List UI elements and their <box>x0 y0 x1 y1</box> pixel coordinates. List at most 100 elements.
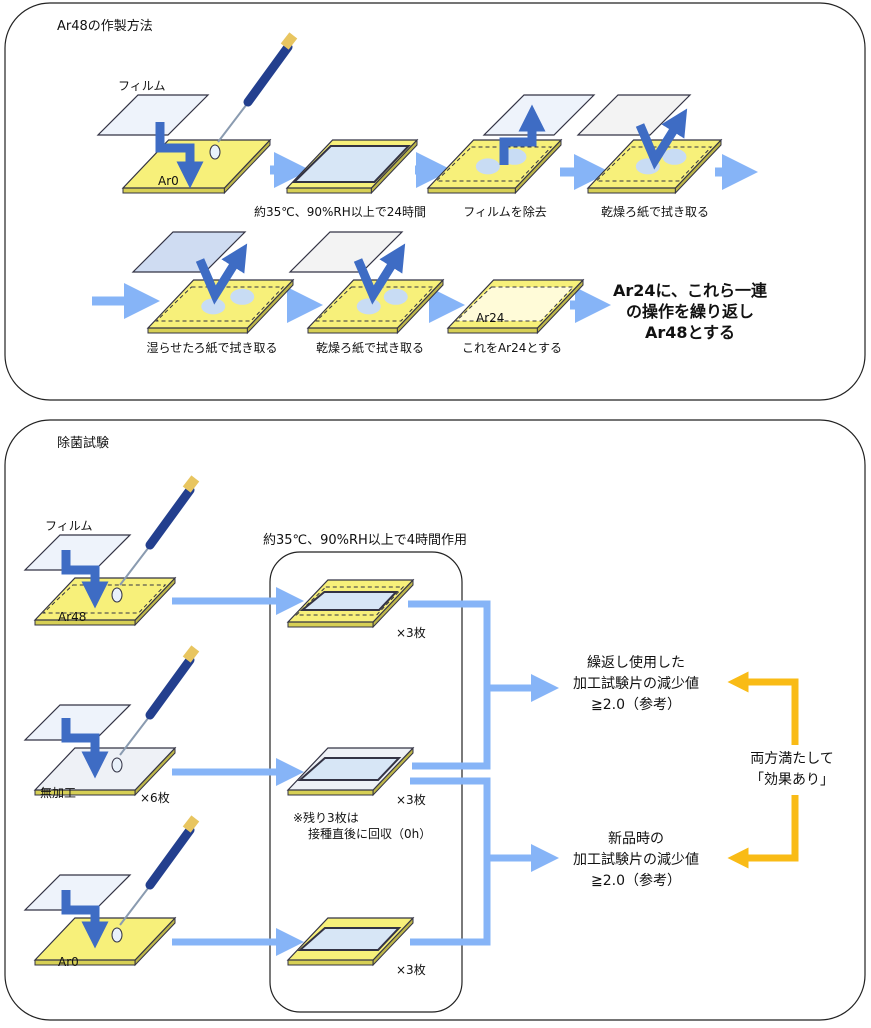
count-label: ×3枚 <box>396 625 426 640</box>
summary-line: の操作を繰り返し <box>626 302 754 321</box>
droplet-icon <box>111 587 123 603</box>
test-plate <box>33 576 177 627</box>
conclusion-line: 「効果あり」 <box>750 772 834 788</box>
flow-arrows <box>92 152 799 956</box>
plate-edge <box>286 187 372 194</box>
wipe-arrow <box>195 243 248 305</box>
film-sheet <box>576 94 692 136</box>
plate-edge <box>287 789 374 796</box>
caption: 湿らせたろ紙で拭き取る <box>146 340 277 355</box>
pipette-button <box>182 645 200 663</box>
pipette-tip <box>119 542 153 586</box>
result-new-line: 加工試験片の減少値 <box>573 851 699 868</box>
caption: 乾燥ろ紙で拭き取る <box>316 340 424 355</box>
plate-edge <box>122 187 225 194</box>
residue <box>201 298 226 315</box>
result-repeated-line: ≧2.0（参考） <box>591 696 681 713</box>
plate-edge <box>287 621 374 628</box>
test-plate <box>286 916 415 967</box>
summary-line: Ar24に、これら一連 <box>613 281 768 300</box>
result-new-line: 新品時の <box>608 831 664 847</box>
pipette-icon <box>145 485 195 550</box>
untreated-count: ×6枚 <box>140 790 170 805</box>
plate-edge <box>307 327 398 334</box>
film-label: フィルム <box>118 79 166 93</box>
plate-surface <box>121 139 272 189</box>
wipe-area <box>295 586 405 616</box>
film-sheet <box>288 231 404 273</box>
pipette-button <box>182 815 200 833</box>
test-plate <box>446 278 585 335</box>
caption: フィルムを除去 <box>463 204 547 219</box>
droplet-icon <box>111 757 123 773</box>
wipe-area <box>595 146 713 182</box>
plate-edge <box>287 959 374 966</box>
plate-label-ar24: Ar24 <box>476 311 504 325</box>
film-sheet <box>23 874 132 911</box>
test-plate <box>286 578 415 629</box>
caption: 約35℃、90%RH以上で24時間 <box>254 204 426 219</box>
summary-line: Ar48とする <box>645 323 735 342</box>
plate-edge <box>587 187 676 194</box>
plate-label-untreated: 無加工 <box>40 785 76 800</box>
pipette-tip <box>119 882 153 926</box>
droplet-icon <box>111 927 123 943</box>
test-plate <box>286 746 415 797</box>
section-test-frame <box>4 419 866 1021</box>
test-plate <box>33 916 177 967</box>
film-sheet <box>96 94 210 136</box>
residue <box>230 288 255 305</box>
result-new-line: ≧2.0（参考） <box>591 872 681 889</box>
film-on-plate <box>291 145 411 183</box>
film-sheet <box>482 94 596 136</box>
plate-edge <box>34 959 136 966</box>
wipe-area <box>435 146 553 182</box>
apply-arrow <box>61 890 109 949</box>
test-plate <box>121 138 272 195</box>
plate-label-ar48: Ar48 <box>58 610 86 624</box>
residue <box>662 148 687 165</box>
plate-edge <box>447 327 538 334</box>
result-repeated-line: 加工試験片の減少値 <box>573 675 699 692</box>
plate-surface <box>33 917 177 961</box>
remove-arrow <box>499 104 546 165</box>
film-label: フィルム <box>45 519 93 533</box>
apply-arrow <box>61 718 109 779</box>
note-line: 接種直後に回収（0h） <box>308 826 431 841</box>
conclusion-line: 両方満たして <box>750 751 834 767</box>
caption: これをAr24とする <box>462 341 562 355</box>
judge-arrow <box>727 671 799 745</box>
test-plate <box>146 278 295 335</box>
result-repeated-line: 繰返し使用した <box>587 654 685 671</box>
pipette-tip <box>217 99 251 143</box>
pipette-icon <box>243 42 293 107</box>
droplet-icon <box>209 144 221 160</box>
apply-arrow <box>155 122 204 189</box>
plate-surface <box>33 577 177 621</box>
film-on-plate <box>297 757 402 781</box>
section-title-production: Ar48の作製方法 <box>57 18 153 34</box>
count-label: ×3枚 <box>396 792 426 807</box>
test-plate <box>285 138 419 195</box>
condition-label: 約35℃、90%RH以上で4時間作用 <box>263 533 467 548</box>
section-production-frame <box>4 2 866 401</box>
film-sheet <box>23 534 132 571</box>
plate-label-ar0: Ar0 <box>158 174 179 188</box>
plate-edge <box>427 187 516 194</box>
note-line: ※残り3枚は <box>293 810 359 825</box>
pipette-button <box>280 32 298 50</box>
pipette-button <box>182 475 200 493</box>
plate-label-ar0: Ar0 <box>58 955 79 969</box>
test-plate <box>306 278 445 335</box>
plate-surface <box>33 747 177 791</box>
pipette-icon <box>145 655 195 720</box>
plate-edge <box>147 327 248 334</box>
apply-arrow <box>61 550 109 609</box>
test-plate <box>426 138 563 195</box>
pipette-tip <box>119 712 153 756</box>
labels: Ar48の作製方法 フィルム Ar0 Ar24 約35℃、90%RH以上で24時… <box>40 18 834 977</box>
judge-arrow <box>727 795 799 869</box>
section-title-test: 除菌試験 <box>57 435 109 451</box>
wipe-area <box>42 584 167 614</box>
